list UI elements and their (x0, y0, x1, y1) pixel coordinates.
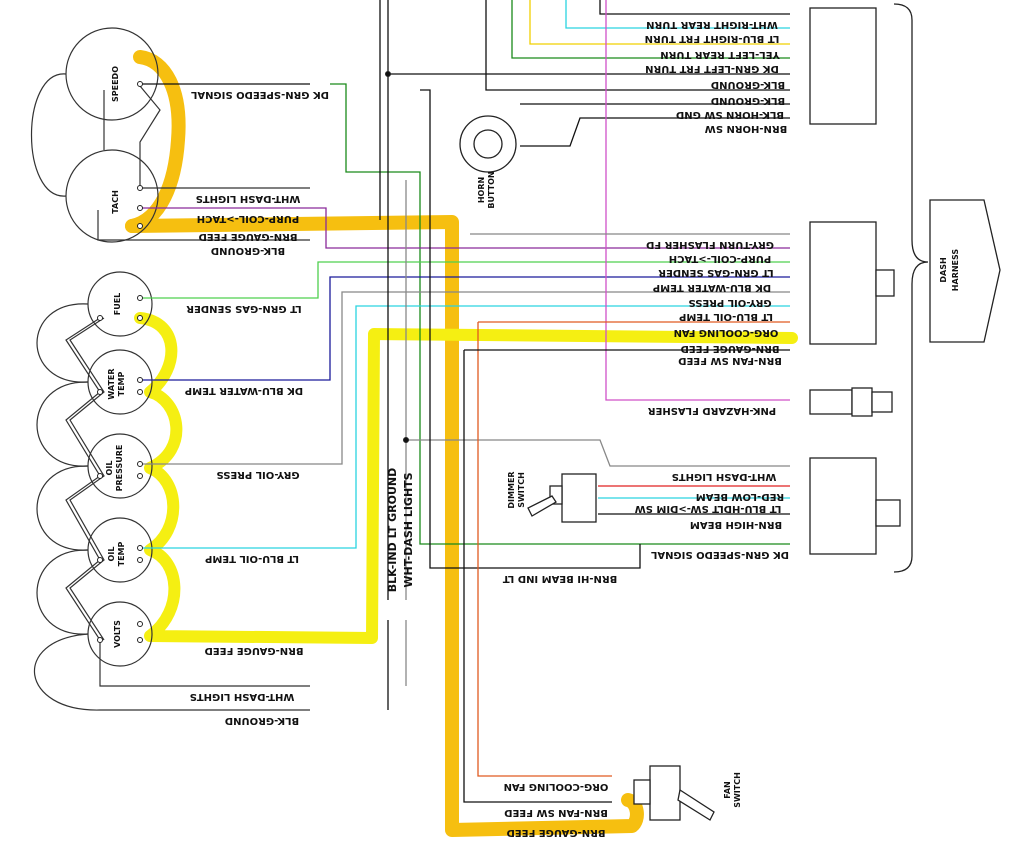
horn-sw-gnd-label: BLK-HORN SW GND (676, 109, 784, 120)
turn-signal-connector (809, 7, 877, 125)
tach-coil-label: PURP-COIL->TACH (197, 213, 299, 224)
hazard-connector (809, 389, 853, 415)
fan-sw-feed-right-label: BRN-FAN SW FEED (678, 355, 782, 366)
gauge-labels: SPEEDO TACH FUEL WATER TEMP OIL PRESSURE… (105, 66, 126, 648)
gas-sender-right-label: LT GRN-GAS SENDER (658, 267, 774, 278)
oil-temp-wire-label: LT BLU-OIL TEMP (205, 553, 299, 564)
tach-dash-lights-label: WHT-DASH LIGHTS (196, 193, 301, 204)
tach-label: TACH (111, 190, 120, 214)
speedo-signal-right-label: DK GRN-SPEEDO SIGNAL (650, 549, 789, 560)
gauge-cluster (31, 27, 310, 711)
oil-temp-right-label: LT BLU-OIL TEMP (679, 311, 773, 322)
oil-press-wire-label: GRY-OIL PRESS (216, 469, 299, 480)
fan-label-1: FAN (723, 781, 732, 798)
gauge-feed-right-label: BRN-GAUGE FEED (681, 343, 780, 354)
water-temp-wire-label: DK BLU-WATER TEMP (185, 385, 303, 396)
horn-label-2: BUTTON (487, 171, 496, 208)
gas-sender-label: LT GRN-GAS SENDER (186, 303, 302, 314)
gauge-stack-highlight (134, 312, 798, 644)
ind-lt-ground-label: BLK-IND LT GROUND (386, 468, 399, 592)
ground-2-label: BLK-GROUND (711, 95, 785, 106)
speedo-signal-label: DK GRN-SPEEDO SIGNAL (190, 89, 329, 100)
oil-temp-label-2: TEMP (117, 541, 126, 566)
left-frt-turn-label: DK GRN-LEFT FRT TURN (645, 63, 779, 74)
fuel-label: FUEL (113, 293, 122, 316)
harness-label-1: DASH (939, 257, 948, 282)
hi-beam-ind-label: BRN-HI BEAM IND LT (503, 573, 618, 584)
high-beam-label: BRN-HIGH BEAM (690, 519, 782, 530)
dash-harness-shape (929, 199, 1001, 343)
dimmer-label-2: SWITCH (517, 472, 526, 508)
fan-sw-feed-bottom-label: BRN-FAN SW FEED (504, 807, 608, 818)
hazard-flasher-label: PNK-HAZARD FLASHER (648, 405, 777, 416)
ground-1-label: BLK-GROUND (711, 79, 785, 90)
oil-pressure-label-1: OIL (105, 461, 114, 476)
terminal-dots (97, 71, 409, 643)
left-wires (140, 0, 790, 710)
oil-temp-label-1: OIL (107, 547, 116, 562)
oil-press-right-label: GRY-OIL PRESS (688, 297, 771, 308)
tach-ground-label: BLK-GROUND (211, 245, 285, 256)
water-temp-label-1: WATER (107, 368, 116, 399)
highlight-layer (125, 50, 798, 837)
fan-label-2: SWITCH (733, 772, 742, 808)
dash-lights-bottom-label: WHT-DASH LIGHTS (190, 691, 295, 702)
harness-bracket (893, 3, 1001, 573)
cooling-fan-bottom-label: ORG-COOLING FAN (504, 781, 609, 792)
horn-sw-label: BRN-HORN SW (705, 123, 788, 134)
right-wires (420, 0, 790, 803)
left-rear-turn-label: YEL-LEFT REAR TURN (660, 49, 780, 60)
volts-gauge-feed-label: BRN-GAUGE FEED (205, 645, 304, 656)
oil-pressure-label-2: PRESSURE (115, 445, 124, 492)
connectors (459, 7, 901, 821)
coil-tach-right-label: PURP-COIL->TACH (669, 253, 771, 264)
turn-flasher-fd-label: GRY-TURN FLASHER FD (646, 239, 774, 250)
harness-label-2: HARNESS (951, 249, 960, 292)
dash-connector (809, 221, 877, 345)
dash-lights-right-label: WHT-DASH LIGHTS (672, 471, 777, 482)
speedo-tach-highlight (125, 50, 186, 233)
left-wire-labels: DK GRN-SPEEDO SIGNAL WHT-DASH LIGHTS PUR… (185, 89, 329, 726)
fan-switch-body (649, 765, 681, 821)
water-temp-right-label: DK BLU-WATER TEMP (653, 282, 771, 293)
bottom-wire-labels: ORG-COOLING FAN BRN-FAN SW FEED BRN-GAUG… (504, 781, 609, 838)
ground-bottom-label: BLK-GROUND (225, 715, 299, 726)
dimmer-switch-body (561, 473, 597, 523)
water-temp-label-2: TEMP (117, 371, 126, 396)
horn-label-1: HORN (477, 177, 486, 203)
volts-label: VOLTS (113, 620, 122, 648)
right-mid-wire-labels: GRY-TURN FLASHER FD PURP-COIL->TACH LT G… (646, 239, 782, 416)
dimmer-label-1: DIMMER (507, 471, 516, 508)
right-frt-turn-label: LT BLU-RIGHT FRT TURN (645, 33, 780, 44)
right-low-wire-labels: WHT-DASH LIGHTS RED-LOW BEAM LT BLU-HDLT… (503, 471, 789, 584)
component-labels: HORN BUTTON DIMMER SWITCH FAN SWITCH DAS… (386, 171, 960, 807)
gauge-feed-bottom-label: BRN-GAUGE FEED (507, 827, 606, 838)
wht-dash-lights-vertical-label: WHT-DASH LIGHTS (402, 472, 415, 587)
gauge-feed-main-highlight (125, 215, 644, 837)
low-beam-label: RED-LOW BEAM (696, 491, 784, 502)
tach-gauge-feed-label: BRN-GAUGE FEED (199, 231, 298, 242)
speedo-label: SPEEDO (111, 66, 120, 102)
right-top-wire-labels: WHT-RIGHT REAR TURN LT BLU-RIGHT FRT TUR… (645, 19, 788, 134)
hdlt-dim-sw-label: LT BLU-HDLT SW->DIM SW (635, 503, 782, 514)
right-rear-turn-label: WHT-RIGHT REAR TURN (646, 19, 778, 30)
cooling-fan-right-label: ORG-COOLING FAN (674, 327, 779, 338)
headlight-connector (809, 457, 877, 555)
